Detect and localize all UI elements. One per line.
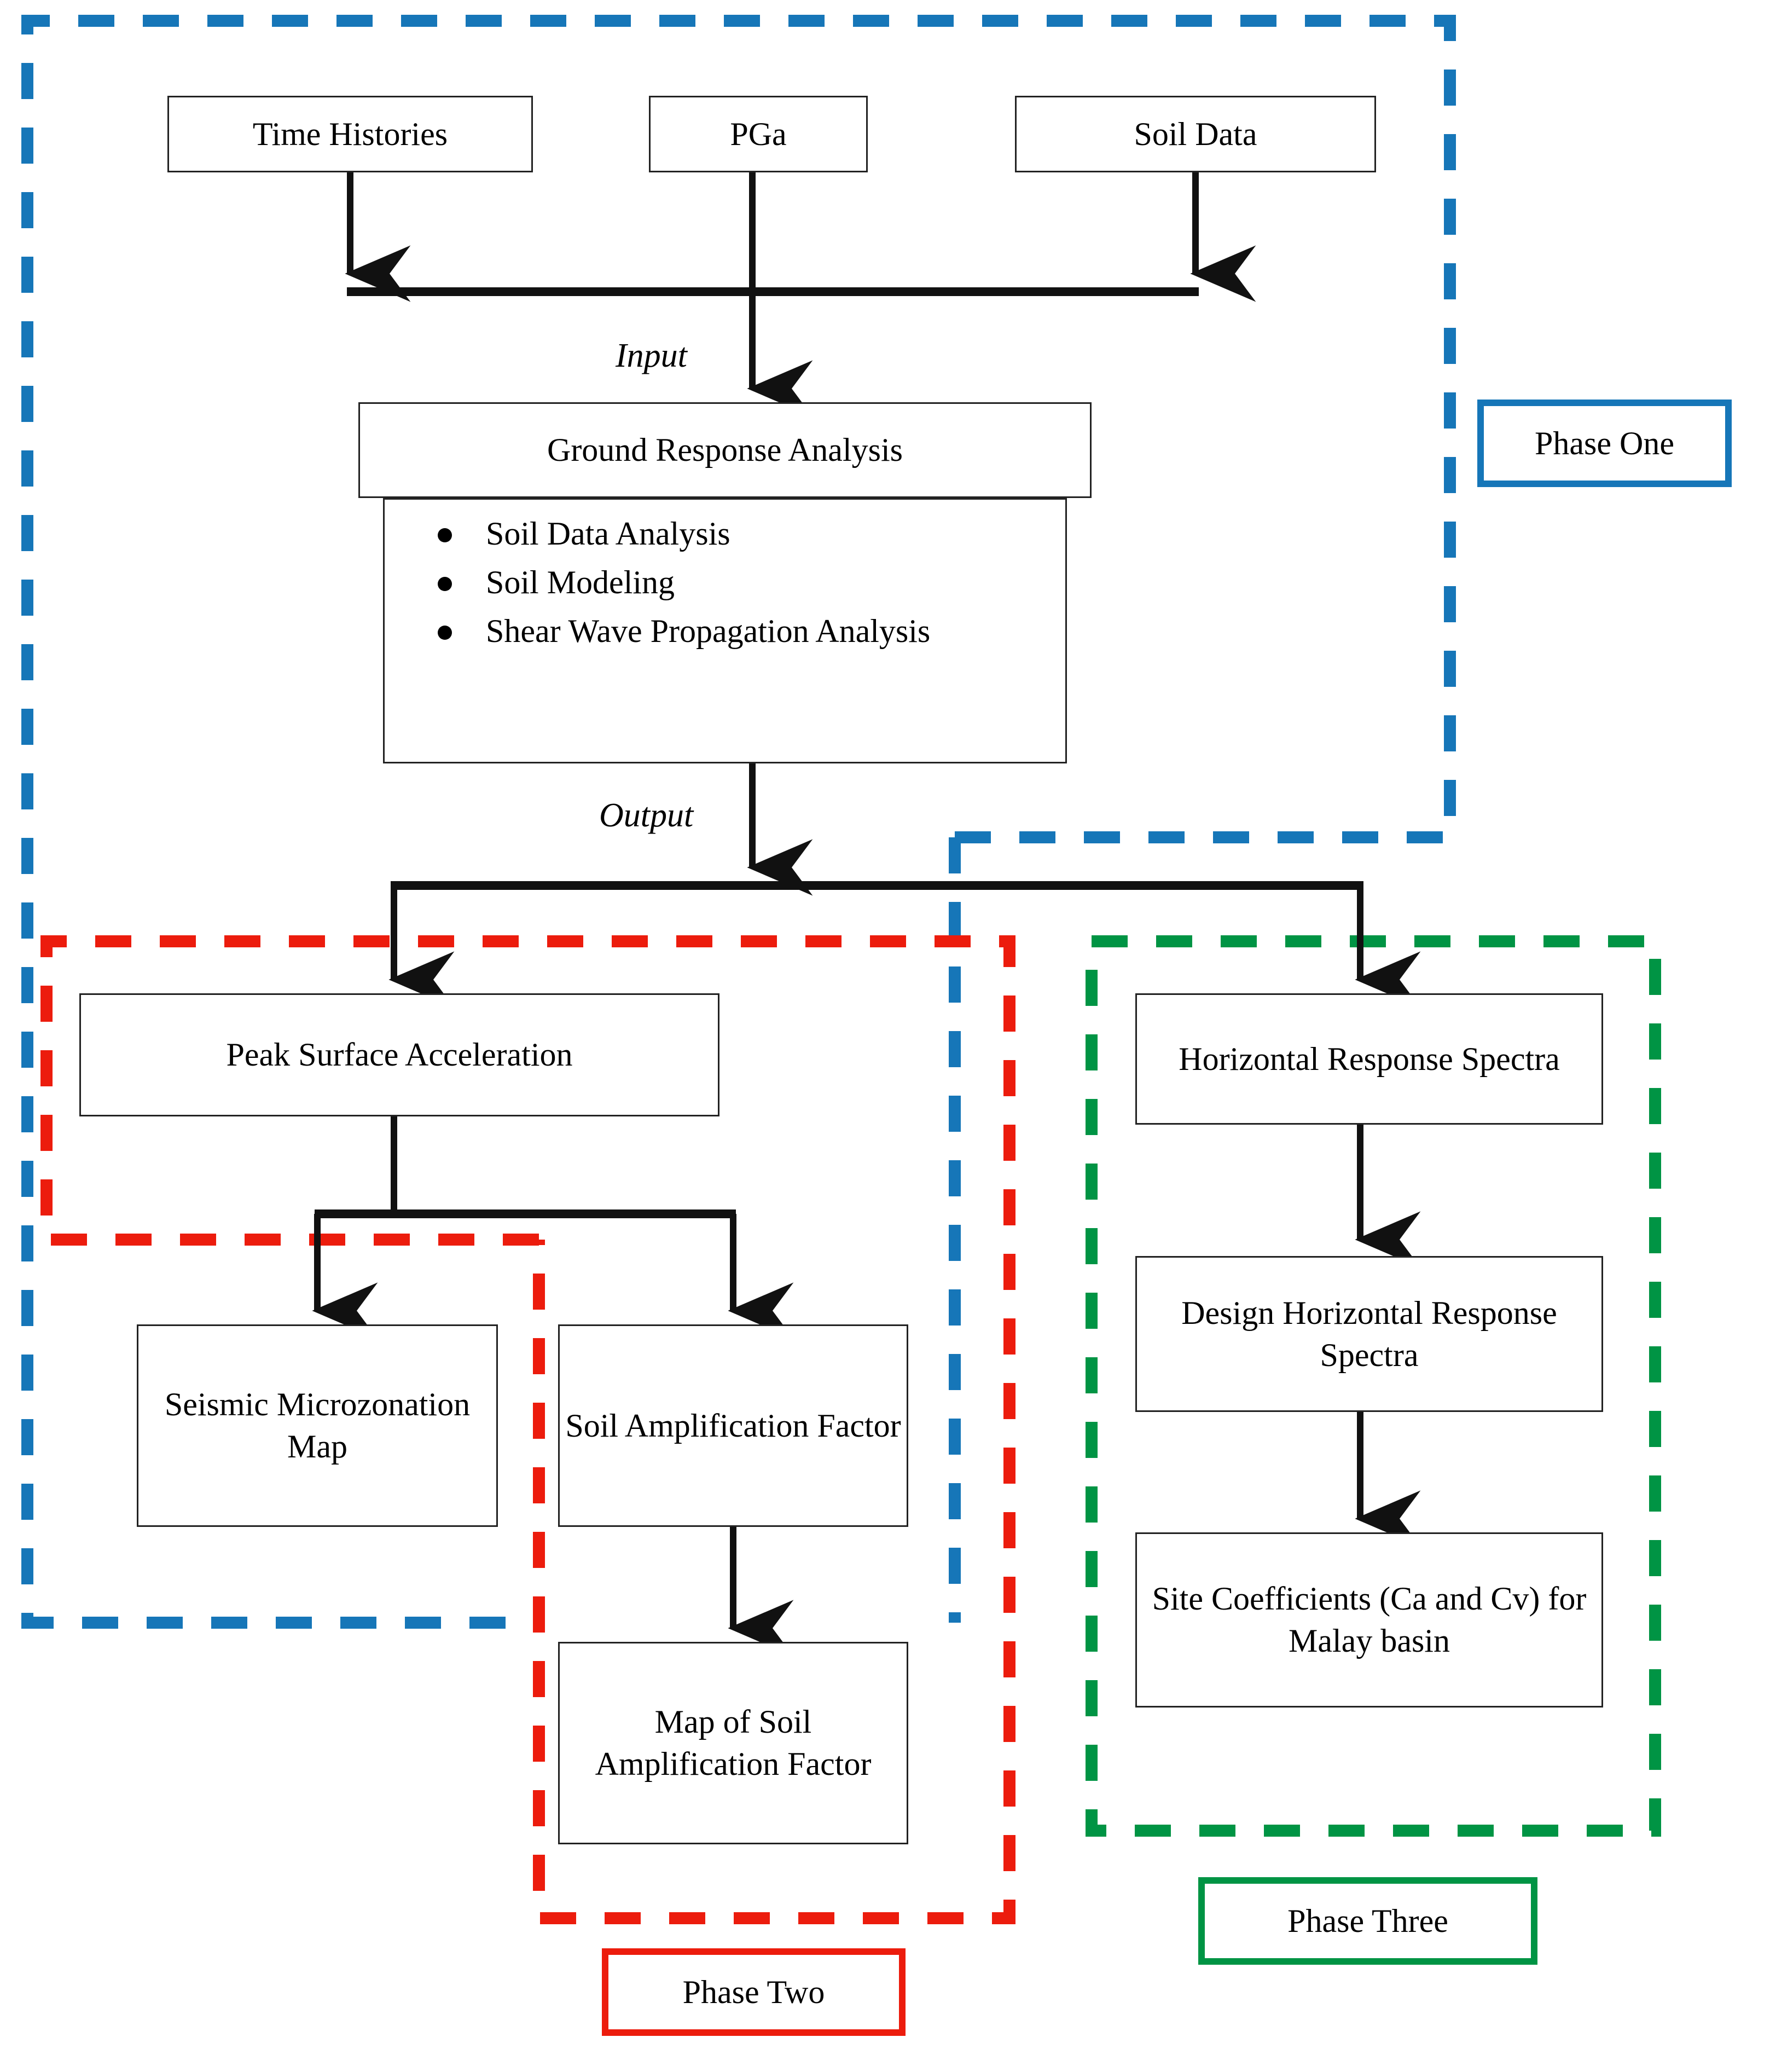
node-time-histories[interactable]: Time Histories (167, 96, 533, 172)
node-map-of-soil-amplification-factor-label: Map of Soil Amplification Factor (595, 1704, 872, 1782)
bullet-dot-icon (438, 528, 452, 542)
legend-phase-three[interactable]: Phase Three (1198, 1877, 1537, 1965)
legend-phase-one-label: Phase One (1535, 425, 1674, 461)
legend-phase-two-label: Phase Two (682, 1973, 825, 2010)
node-pga[interactable]: PGa (649, 96, 868, 172)
legend-phase-one[interactable]: Phase One (1477, 400, 1732, 487)
node-soil-data-label: Soil Data (1134, 115, 1257, 152)
phase-three-boundary (1086, 935, 1661, 1837)
node-peak-surface-acceleration[interactable]: Peak Surface Acceleration (79, 993, 719, 1116)
legend-phase-two[interactable]: Phase Two (602, 1948, 906, 2036)
node-ground-response-analysis-details[interactable]: Soil Data Analysis Soil Modeling Shear W… (383, 498, 1067, 763)
node-design-horizontal-response-spectra-label: Design Horizontal Response Spectra (1181, 1294, 1557, 1373)
node-horizontal-response-spectra-label: Horizontal Response Spectra (1179, 1040, 1560, 1077)
node-horizontal-response-spectra[interactable]: Horizontal Response Spectra (1135, 993, 1603, 1125)
gra-bullet-item: Soil Data Analysis (438, 514, 1049, 554)
gra-bullet-item: Soil Modeling (438, 563, 1049, 603)
gra-bullet-list: Soil Data Analysis Soil Modeling Shear W… (385, 514, 1065, 652)
node-soil-data[interactable]: Soil Data (1015, 96, 1376, 172)
node-ground-response-analysis[interactable]: Ground Response Analysis (358, 402, 1092, 498)
node-seismic-microzonation-map-label: Seismic Microzonation Map (164, 1386, 471, 1465)
node-peak-surface-acceleration-label: Peak Surface Acceleration (226, 1037, 573, 1073)
node-pga-label: PGa (730, 115, 787, 152)
node-site-coefficients-label: Site Coefficients (Ca and Cv) for Malay … (1152, 1581, 1587, 1659)
edge-label-output: Output (599, 797, 694, 834)
node-seismic-microzonation-map[interactable]: Seismic Microzonation Map (137, 1324, 498, 1527)
bullet-dot-icon (438, 577, 452, 592)
node-map-of-soil-amplification-factor[interactable]: Map of Soil Amplification Factor (558, 1642, 908, 1844)
legend-phase-three-label: Phase Three (1287, 1902, 1448, 1939)
node-soil-amplification-factor[interactable]: Soil Amplification Factor (558, 1324, 908, 1527)
node-soil-amplification-factor-label: Soil Amplification Factor (565, 1407, 901, 1444)
phase-two-boundary (40, 935, 1015, 1924)
phase-one-boundary (21, 15, 1456, 1629)
node-time-histories-label: Time Histories (252, 115, 448, 152)
bullet-dot-icon (438, 626, 452, 640)
node-ground-response-analysis-label: Ground Response Analysis (547, 432, 903, 468)
node-design-horizontal-response-spectra[interactable]: Design Horizontal Response Spectra (1135, 1256, 1603, 1412)
node-site-coefficients[interactable]: Site Coefficients (Ca and Cv) for Malay … (1135, 1532, 1603, 1708)
edge-label-input: Input (616, 337, 687, 374)
gra-bullet-item: Shear Wave Propagation Analysis (438, 611, 1049, 651)
